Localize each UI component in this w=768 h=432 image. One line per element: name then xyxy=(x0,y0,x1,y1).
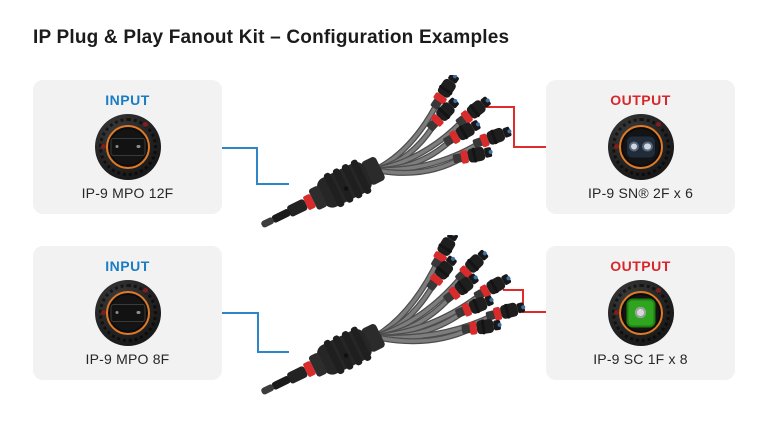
input-connector-label-row1: IP-9 MPO 12F xyxy=(81,185,174,201)
input-connector-label-row2: IP-9 MPO 8F xyxy=(85,351,170,367)
output-connector-label-row2: IP-9 SC 1F x 8 xyxy=(593,351,688,367)
output-card-row2: OUTPUT IP-9 SC 1F x 8 xyxy=(546,246,735,380)
output-heading-row1: OUTPUT xyxy=(610,92,671,108)
output-heading-row2: OUTPUT xyxy=(610,258,671,274)
connector-key-dot xyxy=(613,309,619,315)
input-heading-row2: INPUT xyxy=(105,258,150,274)
sn-duplex-connector-icon xyxy=(607,113,674,180)
connector-rim xyxy=(98,283,157,342)
connector-face xyxy=(110,137,145,156)
connector-key-dot xyxy=(100,309,106,315)
connector-rim xyxy=(611,283,670,342)
sc-simplex-connector-icon xyxy=(607,279,674,346)
connector-key-dot xyxy=(142,121,148,127)
connector-key-dot xyxy=(655,121,661,127)
connector-rim xyxy=(98,117,157,176)
connector-face xyxy=(626,298,655,327)
page-title: IP Plug & Play Fanout Kit – Configuratio… xyxy=(33,27,510,48)
connector-key-dot xyxy=(613,143,619,149)
mpo-connector-icon xyxy=(94,113,161,180)
mpo-connector-icon xyxy=(94,279,161,346)
output-card-row1: OUTPUT IP-9 SN® 2F x 6 xyxy=(546,80,735,214)
connector-key-dot xyxy=(100,143,106,149)
fanout-cable-illustration-row2 xyxy=(261,235,526,395)
input-heading-row1: INPUT xyxy=(105,92,150,108)
connector-key-dot xyxy=(142,287,148,293)
connector-key-dot xyxy=(655,287,661,293)
output-connector-label-row1: IP-9 SN® 2F x 6 xyxy=(587,185,694,201)
input-card-row2: INPUT IP-9 MPO 8F xyxy=(33,246,222,380)
connector-rim xyxy=(611,117,670,176)
connector-face xyxy=(625,135,656,158)
connector-face xyxy=(110,303,145,322)
fanout-cable-illustration-row1 xyxy=(261,75,512,228)
input-card-row1: INPUT IP-9 MPO 12F xyxy=(33,80,222,214)
